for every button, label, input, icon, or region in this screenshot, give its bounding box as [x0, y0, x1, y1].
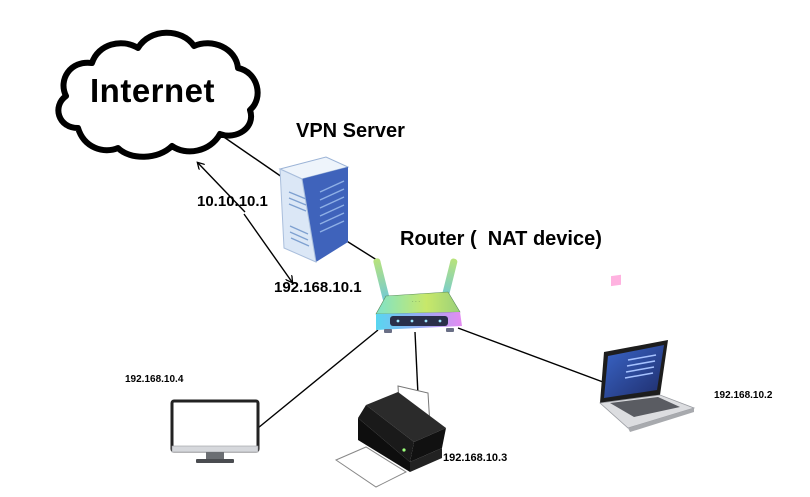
link-router-monitor: [257, 329, 379, 429]
printer-icon: [334, 385, 446, 488]
tunnel-ip-label: 10.10.10.1: [197, 193, 268, 210]
link-server-router: [344, 239, 381, 263]
link-router-laptop: [457, 327, 604, 383]
cloud-icon: [55, 29, 261, 160]
router-label: Router ( NAT device): [400, 228, 602, 250]
laptop-icon: [599, 274, 696, 432]
monitor-ip-label: 192.168.10.4: [125, 374, 184, 385]
router-icon: · · ·: [373, 258, 462, 333]
tunnel-arrow: [198, 163, 246, 213]
internet-label: Internet: [90, 72, 216, 109]
laptop-ip-label: 192.168.10.2: [714, 390, 773, 401]
connections: [198, 132, 604, 429]
gateway-ip-label: 192.168.10.1: [274, 279, 362, 296]
monitor-icon: [170, 399, 260, 463]
link-router-printer: [414, 331, 419, 396]
svg-text:· · ·: · · ·: [412, 299, 420, 305]
printer-ip-label: 192.168.10.3: [443, 452, 508, 464]
gateway-arrow: [243, 213, 292, 282]
server-icon: [278, 156, 350, 263]
vpn-server-label: VPN Server: [296, 120, 405, 142]
